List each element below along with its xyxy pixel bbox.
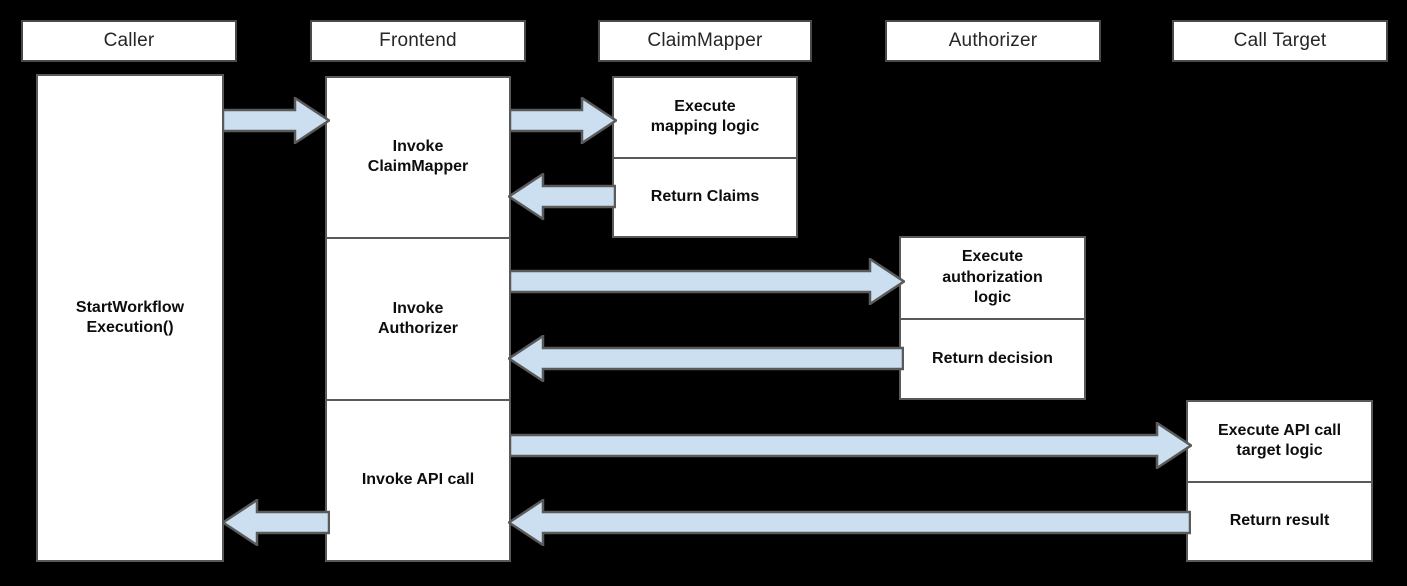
activation-authorizer[interactable]: Execute authorization logic Return decis… [899, 236, 1086, 400]
activation-claimmapper[interactable]: Execute mapping logic Return Claims [612, 76, 798, 238]
activation-frontend-invoke-claimmapper: Invoke ClaimMapper [367, 137, 469, 176]
lane-header-calltarget[interactable]: Call Target [1172, 20, 1388, 62]
activation-calltarget-execute-api-call-target-logic: Execute API call target logic [1217, 422, 1342, 460]
activation-authorizer-return-decision: Return decision [901, 317, 1084, 398]
arrow-claimmapper-to-frontend-return[interactable] [508, 173, 616, 220]
activation-frontend-invoke-authorizer: Invoke Authorizer [327, 236, 509, 400]
lane-header-calltarget-label: Call Target [1233, 30, 1327, 51]
arrow-frontend-to-authorizer-invoke[interactable] [509, 258, 905, 305]
arrow-calltarget-to-frontend-return[interactable] [508, 499, 1191, 546]
lane-header-claimmapper-label: ClaimMapper [647, 30, 763, 51]
activation-claimmapper-return-claims: Return Claims [614, 156, 796, 236]
lane-header-frontend[interactable]: Frontend [310, 20, 526, 62]
activation-frontend[interactable]: Invoke ClaimMapper Invoke Authorizer Inv… [325, 76, 511, 562]
arrow-frontend-to-calltarget-invoke[interactable] [509, 422, 1192, 469]
lane-header-claimmapper[interactable]: ClaimMapper [598, 20, 812, 62]
lane-header-frontend-label: Frontend [379, 30, 457, 51]
lane-header-caller[interactable]: Caller [21, 20, 237, 62]
activation-authorizer-execute-authorization-logic: Execute authorization logic [942, 248, 1043, 307]
arrow-frontend-to-caller-return[interactable] [222, 499, 330, 546]
lane-header-authorizer-label: Authorizer [948, 30, 1038, 51]
lane-header-authorizer[interactable]: Authorizer [885, 20, 1101, 62]
activation-caller[interactable]: StartWorkflow Execution() [36, 74, 224, 562]
activation-caller-start-workflow: StartWorkflow Execution() [75, 298, 185, 336]
activation-calltarget[interactable]: Execute API call target logic Return res… [1186, 400, 1373, 562]
lane-header-caller-label: Caller [103, 30, 155, 51]
arrow-frontend-to-claimmapper-invoke[interactable] [509, 97, 617, 144]
arrow-authorizer-to-frontend-return[interactable] [508, 335, 904, 382]
activation-frontend-invoke-api-call: Invoke API call [327, 399, 509, 560]
activation-claimmapper-execute-mapping-logic: Execute mapping logic [650, 98, 760, 136]
arrow-caller-to-frontend-invoke[interactable] [222, 97, 330, 144]
activation-calltarget-return-result: Return result [1188, 480, 1371, 560]
